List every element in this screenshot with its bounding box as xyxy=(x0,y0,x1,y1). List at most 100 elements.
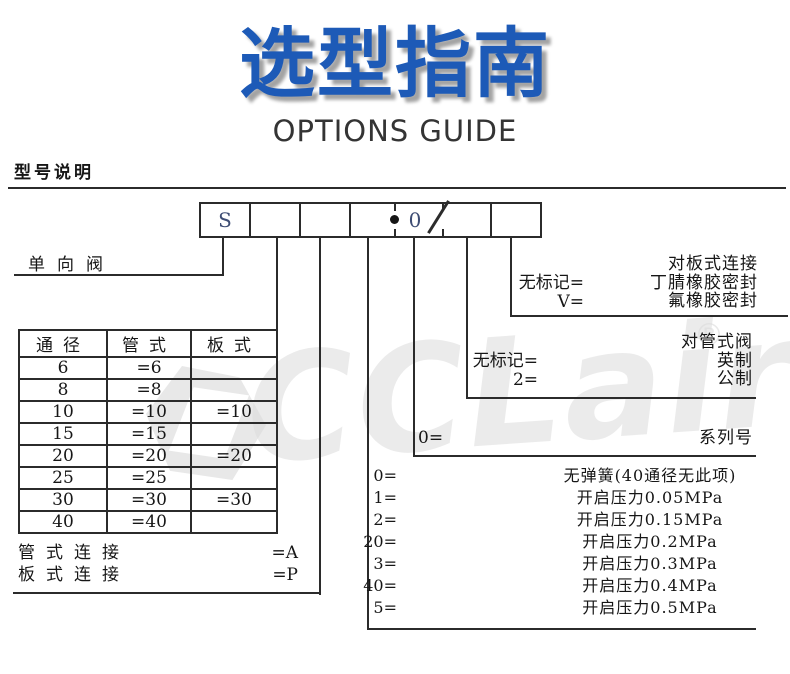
table-row: 8 =8 xyxy=(18,378,278,402)
spring-label: 开启压力0.3MPa xyxy=(582,554,718,573)
dashed-divider-tick xyxy=(394,229,396,236)
table-row: 6 =6 xyxy=(18,356,278,380)
page-subtitle: OPTIONS GUIDE xyxy=(272,114,518,148)
series-label: 系列号 xyxy=(699,428,753,448)
leader-line-bore xyxy=(276,238,278,330)
cell-pipe: =8 xyxy=(106,378,192,402)
col-header-bore: 通径 xyxy=(18,329,108,358)
seal-label: 丁腈橡胶密封 xyxy=(650,272,758,293)
spring-option-row: 40= 开启压力0.4MPa xyxy=(347,576,768,595)
spring-option-row: 5= 开启压力0.5MPa xyxy=(347,598,768,617)
unit-label: 英制 xyxy=(717,350,753,371)
cell-pipe: =15 xyxy=(106,422,192,446)
col-header-pipe: 管式 xyxy=(106,329,192,358)
table-row: 10 =10 =10 xyxy=(18,400,278,424)
underline-series xyxy=(413,455,756,457)
box-divider xyxy=(349,204,351,236)
underline-connection xyxy=(13,592,321,594)
leader-line-connection xyxy=(319,238,321,595)
cell-pipe: =20 xyxy=(106,444,192,468)
cell-bore: 10 xyxy=(18,400,108,424)
model-code-dot-icon xyxy=(390,215,399,224)
spring-code: 1= xyxy=(373,488,397,507)
pipe-connection-label: 管式连接 xyxy=(18,543,130,563)
table-row: 40 =40 xyxy=(18,510,278,534)
spring-code: 5= xyxy=(373,598,397,617)
cell-pipe: =40 xyxy=(106,510,192,534)
spring-label: 开启压力0.4MPa xyxy=(582,576,718,595)
spring-label: 开启压力0.2MPa xyxy=(582,532,718,551)
spring-option-row: 20= 开启压力0.2MPa xyxy=(347,532,768,551)
bore-size-table: 通径 管式 板式 6 =6 8 =8 10 =10 =10 15 =15 20 … xyxy=(18,329,278,534)
unit-option-labels: 对管式阀 英制 公制 xyxy=(595,333,753,389)
cell-plate xyxy=(190,422,278,446)
seal-option-codes: 无标记= V= xyxy=(498,274,584,311)
watermark-registered-icon: ® xyxy=(694,318,724,353)
cell-bore: 20 xyxy=(18,444,108,468)
unit-option-codes: 无标记= 2= xyxy=(448,352,538,389)
cell-plate: =30 xyxy=(190,488,278,512)
leader-line-series xyxy=(413,238,415,457)
pipe-connection-code: =A xyxy=(271,543,298,563)
col-header-plate: 板式 xyxy=(190,329,278,358)
cell-pipe: =30 xyxy=(106,488,192,512)
spring-label: 开启压力0.5MPa xyxy=(582,598,718,617)
section-heading: 型号说明 xyxy=(14,163,94,183)
cell-plate xyxy=(190,356,278,380)
spring-code: 2= xyxy=(373,510,397,529)
table-row: 25 =25 xyxy=(18,466,278,490)
valve-label: 单向阀 xyxy=(28,255,115,275)
model-code-prefix: S xyxy=(218,208,232,232)
spring-code: 40= xyxy=(363,576,397,595)
cell-pipe: =10 xyxy=(106,400,192,424)
spring-option-row: 3= 开启压力0.3MPa xyxy=(347,554,768,573)
spring-code: 3= xyxy=(373,554,397,573)
section-divider xyxy=(8,187,786,189)
spring-label: 开启压力0.05MPa xyxy=(576,488,724,507)
seal-label: 氟橡胶密封 xyxy=(668,291,758,311)
box-divider xyxy=(299,204,301,236)
spring-label: 开启压力0.15MPa xyxy=(576,510,724,529)
leader-line-seal xyxy=(510,238,512,317)
table-row: 15 =15 xyxy=(18,422,278,446)
table-header-row: 通径 管式 板式 xyxy=(18,329,278,358)
unit-label: 公制 xyxy=(717,369,753,389)
leader-line-unit xyxy=(466,238,468,399)
table-row: 30 =30 =30 xyxy=(18,488,278,512)
model-code-series-digit: 0 xyxy=(408,208,422,232)
spring-option-row: 2= 开启压力0.15MPa xyxy=(347,510,768,529)
cell-pipe: =6 xyxy=(106,356,192,380)
plate-connection-row: 板式连接 =P xyxy=(18,564,298,586)
unit-code: 2= xyxy=(512,369,538,390)
cell-pipe: =25 xyxy=(106,466,192,490)
cell-bore: 40 xyxy=(18,510,108,534)
series-code: 0= xyxy=(418,428,444,448)
pipe-connection-row: 管式连接 =A xyxy=(18,542,298,564)
underline-unit xyxy=(466,397,756,399)
table-row: 20 =20 =20 xyxy=(18,444,278,468)
box-divider xyxy=(249,204,251,236)
underline-valve xyxy=(14,274,224,276)
cell-bore: 6 xyxy=(18,356,108,380)
spring-code: 0= xyxy=(373,466,397,485)
plate-connection-label: 板式连接 xyxy=(18,565,130,585)
cell-bore: 15 xyxy=(18,422,108,446)
connection-codes: 管式连接 =A 板式连接 =P xyxy=(18,542,298,586)
cell-plate: =20 xyxy=(190,444,278,468)
underline-seal xyxy=(510,315,788,317)
cell-plate: =10 xyxy=(190,400,278,424)
underline-spring xyxy=(367,628,756,630)
box-divider xyxy=(490,204,492,236)
spring-option-row: 0= 无弹簧(40通径无此项) xyxy=(347,466,768,485)
dashed-divider-tick xyxy=(442,229,444,236)
cell-plate xyxy=(190,466,278,490)
spring-code: 20= xyxy=(363,532,397,551)
dashed-divider-tick xyxy=(394,204,396,211)
leader-line-spring xyxy=(367,238,369,630)
model-code-boxes: S 0 xyxy=(199,200,542,238)
seal-code: 无标记= xyxy=(518,273,584,293)
plate-connection-code: =P xyxy=(272,565,298,585)
seal-label: 对板式连接 xyxy=(668,254,758,274)
cell-plate xyxy=(190,378,278,402)
